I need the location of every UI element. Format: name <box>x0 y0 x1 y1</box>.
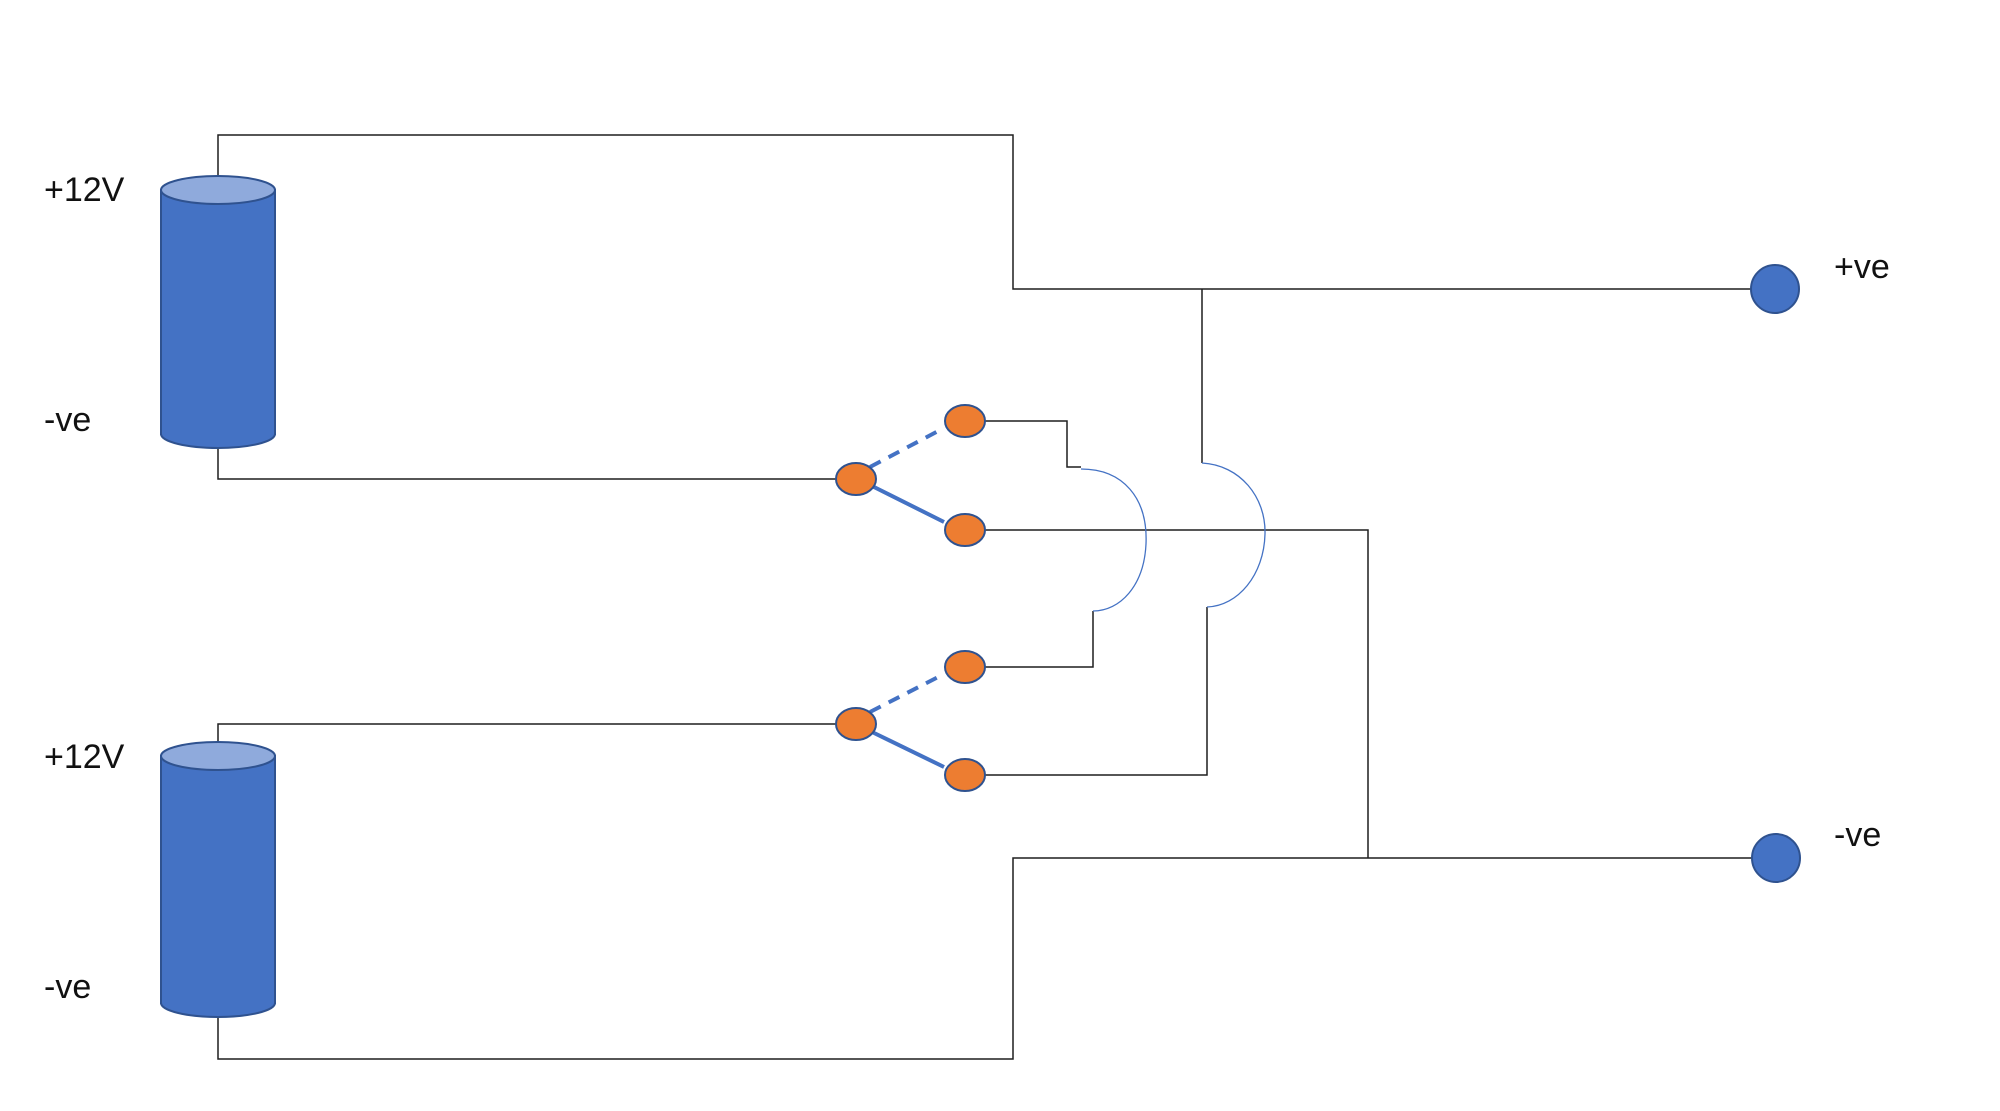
wire-top-battery-positive <box>217 134 1774 290</box>
wire-lower-contact-b <box>965 607 1208 776</box>
switch-upper-contact-a[interactable] <box>944 404 986 438</box>
wire-lower-contact-a <box>965 611 1094 668</box>
output-positive-terminal[interactable] <box>1750 264 1800 314</box>
switch-upper-arm-active <box>869 483 945 524</box>
switch-upper-arm-inactive <box>869 426 945 469</box>
wire-hop-left <box>1080 468 1147 612</box>
battery-bottom-positive-label: +12V <box>44 738 125 776</box>
switch-upper-contact-b[interactable] <box>944 513 986 547</box>
wire-bottom-battery-positive <box>217 723 856 742</box>
wire-top-battery-negative <box>217 447 856 480</box>
battery-top-positive-label: +12V <box>44 171 125 209</box>
battery-top-negative-label: -ve <box>44 401 92 439</box>
switch-upper-common-contact[interactable] <box>835 462 877 496</box>
battery-top <box>160 175 276 449</box>
wire-hops <box>1080 462 1266 612</box>
output-positive-label: +ve <box>1834 248 1890 286</box>
output-negative-label: -ve <box>1834 816 1882 854</box>
output-negative-terminal[interactable] <box>1751 833 1801 883</box>
battery-top-cap <box>160 175 276 205</box>
switch-upper[interactable] <box>835 404 986 547</box>
switch-lower-arm-inactive <box>869 672 945 714</box>
switch-lower-common-contact[interactable] <box>835 707 877 741</box>
wires <box>217 134 1775 1060</box>
wire-hop-right <box>1201 462 1266 608</box>
battery-bottom <box>160 741 276 1018</box>
battery-bottom-cap <box>160 741 276 771</box>
switch-lower-arm-active <box>869 729 945 769</box>
switch-lower[interactable] <box>835 650 986 792</box>
wire-upper-contact-a <box>965 420 1081 468</box>
wire-bottom-battery-negative <box>217 857 1775 1060</box>
switch-lower-contact-a[interactable] <box>944 650 986 684</box>
switch-lower-contact-b[interactable] <box>944 758 986 792</box>
battery-bottom-negative-label: -ve <box>44 968 92 1006</box>
wire-upper-contact-b <box>965 529 1369 858</box>
